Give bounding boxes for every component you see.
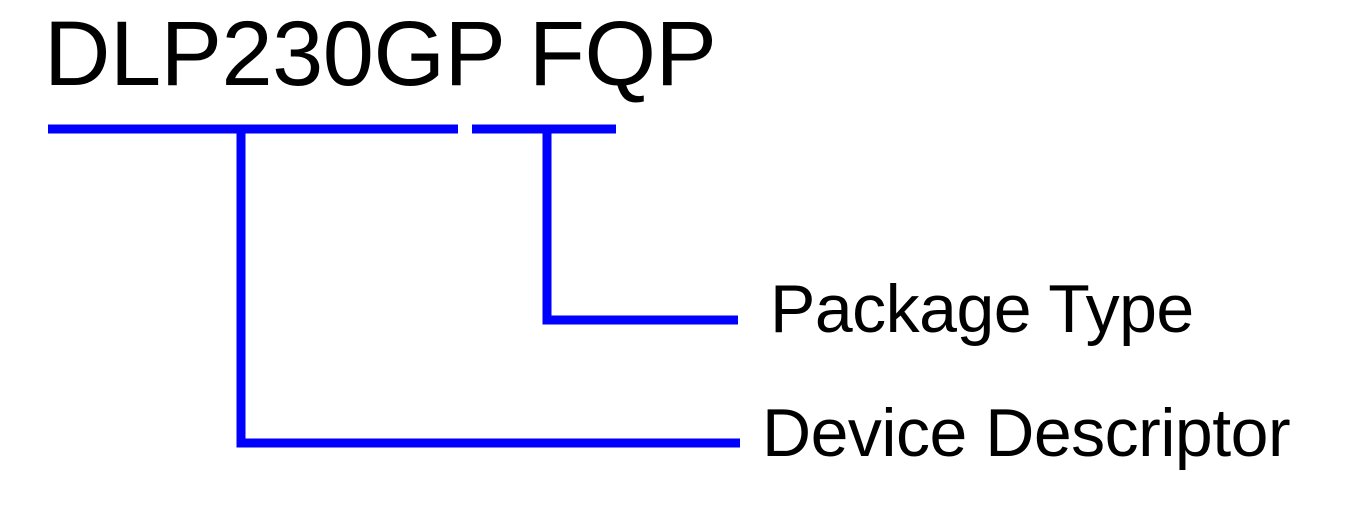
leader-package-type bbox=[542, 129, 738, 325]
leader-device-descriptor bbox=[236, 129, 740, 448]
part-number-text: DLP230GP FQP bbox=[44, 3, 717, 105]
callout-label-device-descriptor: Device Descriptor bbox=[762, 395, 1291, 471]
callout-label-package-type: Package Type bbox=[770, 271, 1194, 347]
